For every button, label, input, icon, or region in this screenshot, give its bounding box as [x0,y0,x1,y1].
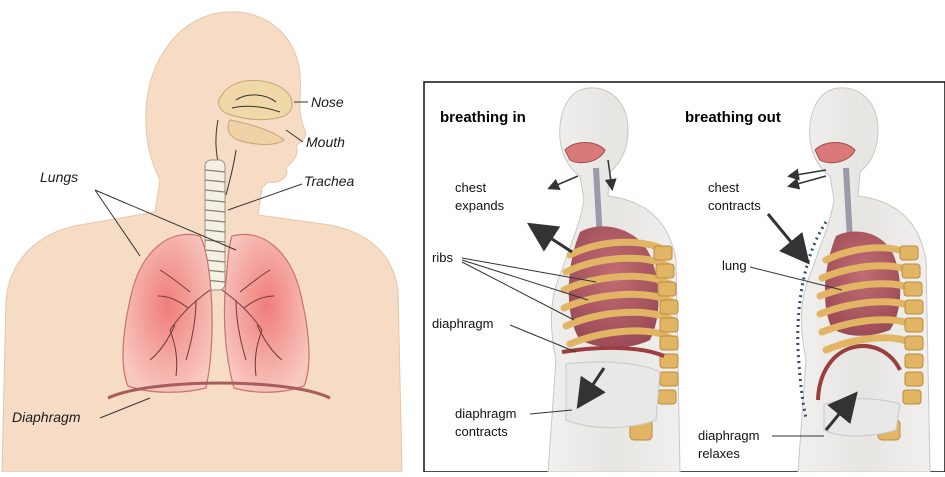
label-diaphragm-relaxes-line1: diaphragm [698,428,759,443]
label-diaphragm-contracts-line1: diaphragm [455,406,516,421]
label-diaphragm-contracts-line2: contracts [455,424,508,439]
label-ribs: ribs [432,250,453,265]
label-diaphragm-relaxes-line2: relaxes [698,446,740,461]
label-lung: lung [722,258,747,273]
label-chest-expands-line1: chest [455,180,486,195]
heading-breathing-in: breathing in [440,109,526,126]
label-nose: Nose [311,94,344,110]
left-torso-figure [2,12,402,472]
heading-breathing-out: breathing out [685,109,781,126]
label-chest-contracts-line1: chest [708,180,739,195]
label-trachea: Trachea [304,173,355,189]
label-lungs: Lungs [40,169,78,185]
label-chest-contracts-line2: contracts [708,198,761,213]
label-mouth: Mouth [306,134,345,150]
label-diaphragm: Diaphragm [12,409,81,425]
label-diaphragm-right: diaphragm [432,316,493,331]
label-chest-expands-line2: expands [455,198,505,213]
